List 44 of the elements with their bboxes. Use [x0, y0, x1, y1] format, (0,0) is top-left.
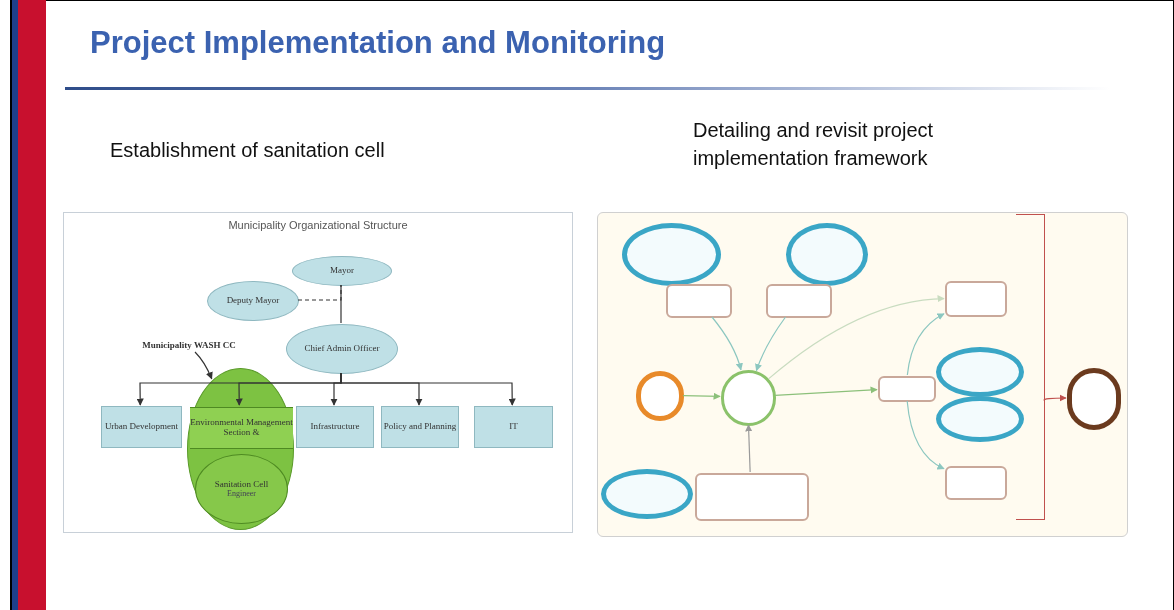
node-text: Environmental Management Section &: [190, 418, 293, 438]
ellipse-node: [936, 396, 1024, 442]
chart-panel: [63, 212, 573, 533]
node-text: Municipality WASH CC: [142, 341, 236, 351]
chart-title: Municipality Organizational Structure: [228, 218, 408, 233]
arrow: [1043, 394, 1067, 402]
node-text: Deputy Mayor: [226, 296, 280, 306]
page-title: Project Implementation and Monitoring: [90, 24, 666, 62]
department-box: [296, 406, 374, 448]
arrow: [767, 295, 945, 380]
bracket: [1016, 214, 1045, 520]
arrow: [755, 316, 787, 372]
arrow: [906, 400, 945, 470]
node-text: Engineer: [227, 489, 256, 499]
arrow: [194, 351, 213, 380]
process-box: [666, 284, 732, 318]
arrow: [906, 313, 945, 376]
node-text: Chief Admin Officer: [304, 344, 380, 354]
process-box: [945, 466, 1007, 500]
department-box: [190, 407, 293, 449]
process-box: [945, 281, 1007, 317]
framework-panel: [597, 212, 1128, 537]
connector-line: [297, 284, 342, 301]
department-box: [101, 406, 182, 448]
section-heading: Detailing and revisit project implementation framework: [693, 118, 935, 171]
process-box: [766, 284, 832, 318]
arrow: [745, 424, 753, 473]
node-text: Policy and Planning: [383, 422, 457, 432]
node-text: Infrastructure: [310, 422, 360, 432]
arrow: [774, 386, 878, 397]
section-heading: Establishment of sanitation cell: [110, 138, 385, 163]
node-text: Mayor: [330, 266, 354, 276]
process-box: [695, 473, 809, 521]
ellipse-node: [936, 347, 1024, 397]
ellipse-node: [601, 469, 693, 519]
arrow: [682, 392, 721, 400]
node-text: Urban Development: [104, 422, 179, 432]
process-box: [878, 376, 936, 402]
node-text: IT: [509, 422, 518, 432]
arrow: [711, 316, 743, 371]
department-box: [381, 406, 459, 448]
department-box: [474, 406, 553, 448]
connector-line: [340, 284, 342, 324]
node-text: Sanitation Cell: [214, 479, 269, 490]
